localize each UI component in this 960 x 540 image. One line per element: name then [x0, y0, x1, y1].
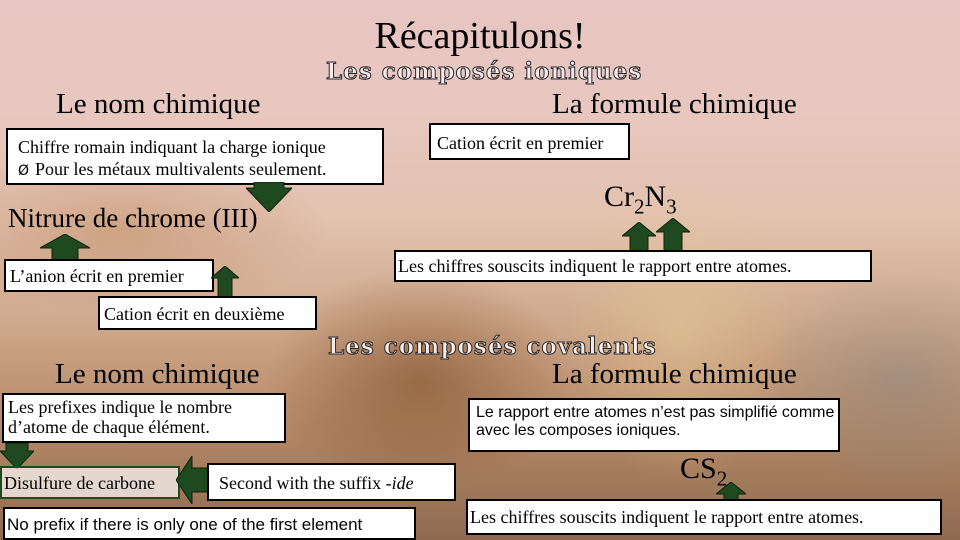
roman-line-2: Ø Pour les métaux multivalents seulement.	[18, 159, 382, 180]
covalent-formula: CS2	[680, 452, 727, 491]
suffix-emphasis: -ide	[385, 473, 414, 493]
ratio-box: Le rapport entre atomes n’est pas simpli…	[468, 398, 840, 452]
anion-first-box: L’anion écrit en premier	[4, 259, 214, 292]
bullet-arrow-icon: Ø	[18, 163, 30, 180]
formula-sub-2: 2	[634, 194, 645, 219]
roman-numeral-box: Chiffre romain indiquant la charge ioniq…	[6, 128, 384, 185]
disulfide-box: Disulfure de carbone	[0, 466, 180, 499]
down-arrow-icon	[246, 182, 292, 212]
page-title: Récapitulons!	[374, 15, 586, 57]
left-arrow-icon	[176, 456, 208, 504]
formula-cs: CS	[680, 452, 717, 485]
covalent-section-title: Les composés covalents	[328, 333, 657, 361]
cation-first-box: Cation écrit en premier	[429, 123, 630, 160]
up-arrow-icon	[656, 218, 690, 256]
roman-line-1: Chiffre romain indiquant la charge ioniq…	[18, 137, 326, 157]
ionic-section-title: Les composés ioniques	[325, 58, 643, 86]
down-arrow-icon	[0, 443, 34, 469]
covalent-subscripts-box: Les chiffres souscits indiquent le rappo…	[466, 499, 942, 535]
up-arrow-icon	[40, 234, 90, 264]
prefix-box: Les prefixes indique le nombre d’atome d…	[2, 393, 286, 443]
up-arrow-icon	[211, 266, 239, 298]
suffix-text: Second with the suffix	[219, 473, 386, 493]
roman-line-2-text: Pour les métaux multivalents seulement.	[35, 159, 327, 180]
covalent-name-header: Le nom chimique	[55, 358, 260, 390]
up-arrow-icon	[622, 222, 656, 256]
formula-sub-3: 3	[666, 194, 677, 219]
covalent-formula-header: La formule chimique	[552, 358, 797, 390]
formula-n: N	[644, 180, 667, 213]
ionic-example-name: Nitrure de chrome (III)	[8, 203, 258, 233]
formula-cr: Cr	[604, 180, 634, 213]
ionic-formula-header: La formule chimique	[552, 88, 797, 120]
ionic-subscripts-box: Les chiffres souscits indiquent le rappo…	[394, 250, 872, 282]
ionic-formula: Cr2N3	[604, 180, 677, 219]
cation-second-box: Cation écrit en deuxième	[98, 296, 317, 330]
formula-sub-2: 2	[716, 466, 728, 491]
up-arrow-icon	[716, 482, 746, 502]
suffix-box: Second with the suffix -ide	[207, 463, 456, 501]
ionic-name-header: Le nom chimique	[56, 88, 261, 120]
no-prefix-box: No prefix if there is only one of the fi…	[3, 507, 416, 540]
